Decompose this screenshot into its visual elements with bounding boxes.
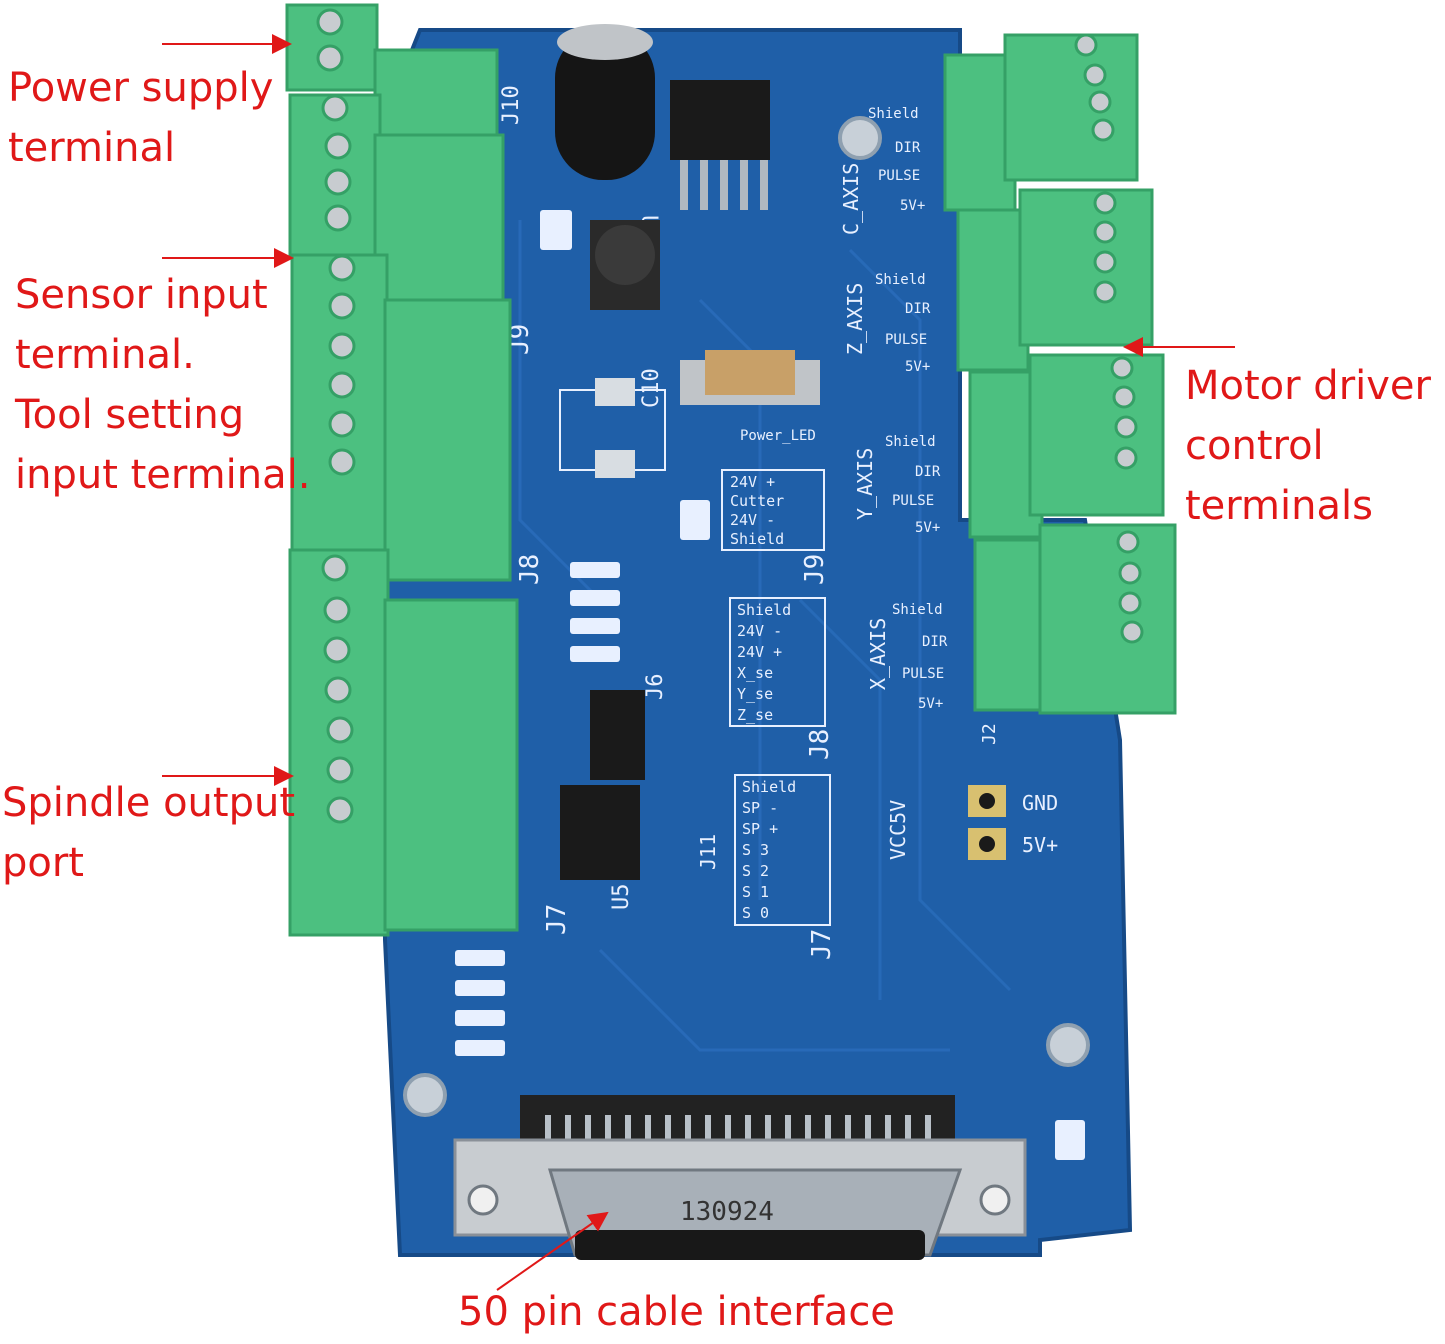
motor-terminal-c — [943, 33, 1139, 212]
electrolytic-capacitor — [555, 24, 655, 180]
sensor-terminal-block — [288, 93, 512, 582]
ic-chip: U5 — [560, 690, 645, 910]
svg-text:5V+: 5V+ — [905, 359, 930, 375]
svg-text:SP -: SP - — [742, 799, 778, 817]
z-axis-label: Z_AXIS — [843, 283, 867, 355]
svg-text:S 0: S 0 — [742, 904, 769, 922]
j6-label: J6 — [643, 674, 668, 701]
svg-text:24V -: 24V - — [737, 622, 782, 640]
annotation-arrows — [162, 34, 1235, 1291]
svg-text:Shield: Shield — [885, 434, 936, 450]
j2-label: J2 — [979, 723, 1000, 745]
5v-label: 5V+ — [1022, 833, 1058, 857]
motor-terminal-y — [968, 353, 1165, 539]
svg-text:Shield: Shield — [892, 602, 943, 618]
spindle-terminal-block — [288, 548, 519, 937]
inductor — [590, 220, 660, 310]
spindle-output-callout: Spindle output port — [2, 780, 296, 886]
svg-text:Shield: Shield — [875, 272, 926, 288]
mounting-hole — [1046, 1023, 1090, 1067]
svg-text:DIR: DIR — [905, 301, 931, 317]
z-axis-pins: Shield DIR PULSE 5V+ — [875, 272, 931, 375]
svg-text:Z_se: Z_se — [737, 706, 773, 724]
sensor-input-callout: Sensor input terminal. Tool setting inpu… — [15, 272, 311, 498]
smd-components — [455, 210, 1085, 1160]
j7-table-label: J7 — [807, 929, 837, 960]
x-axis-label: X_AXIS — [866, 618, 890, 690]
j11-label: J11 — [696, 834, 720, 870]
svg-text:5V+: 5V+ — [915, 520, 940, 536]
cable-arrow — [496, 1211, 609, 1291]
j9-pin-table: 24V + Cutter 24V - Shield — [721, 469, 825, 551]
svg-text:Shield: Shield — [868, 106, 919, 122]
svg-text:PULSE: PULSE — [885, 332, 927, 348]
j7-pin-table: Shield SP - SP + S 3 S 2 S 1 S 0 — [734, 774, 831, 926]
svg-text:DIR: DIR — [922, 634, 948, 650]
dsub-marking: 130924 — [680, 1197, 774, 1227]
mounting-hole — [838, 116, 882, 160]
svg-text:24V +: 24V + — [737, 643, 782, 661]
j8-table-label: J8 — [805, 729, 835, 760]
svg-text:PULSE: PULSE — [878, 168, 920, 184]
svg-text:DIR: DIR — [895, 140, 921, 156]
capacitor-c10: C10 — [559, 350, 820, 478]
svg-text:24V +: 24V + — [730, 473, 775, 491]
svg-text:24V -: 24V - — [730, 511, 775, 529]
u5-label: U5 — [609, 884, 634, 911]
y-axis-pins: Shield DIR PULSE 5V+ — [885, 434, 941, 536]
c10-label: C10 — [639, 368, 664, 408]
power-supply-callout: Power supply terminal — [8, 65, 274, 171]
motor-terminal-z — [956, 188, 1154, 372]
c-axis-label: C_AXIS — [839, 163, 863, 235]
j8-pin-table: Shield 24V - 24V + X_se Y_se Z_se — [729, 597, 826, 727]
svg-text:5V+: 5V+ — [918, 696, 943, 712]
svg-text:Cutter: Cutter — [730, 492, 784, 510]
y-axis-label: Y_AXIS — [853, 448, 877, 520]
motor-terminal-x — [973, 523, 1177, 715]
x-axis-pins: Shield DIR PULSE 5V+ — [892, 602, 948, 712]
vcc5v-label: VCC5V — [886, 800, 910, 860]
power-led-label: Power_LED — [740, 428, 816, 444]
power-pads: GND 5V+ — [968, 785, 1058, 860]
dsub-50pin-connector: 130924 — [453, 1095, 1027, 1260]
svg-text:Y_se: Y_se — [737, 685, 773, 703]
mounting-hole — [403, 1073, 447, 1117]
j10-label: J10 — [499, 85, 524, 125]
svg-text:Shield: Shield — [730, 530, 784, 548]
c-axis-pins: Shield DIR PULSE 5V+ — [868, 106, 925, 214]
svg-text:DIR: DIR — [915, 464, 941, 480]
motor-driver-callout: Motor driver control terminals — [1185, 363, 1431, 529]
power-terminal-block — [285, 3, 499, 137]
j8-label: J8 — [515, 554, 545, 585]
svg-text:PULSE: PULSE — [892, 493, 934, 509]
svg-text:S 3: S 3 — [742, 841, 769, 859]
pcb-board — [377, 28, 1133, 1257]
svg-text:S 1: S 1 — [742, 883, 769, 901]
svg-text:PULSE: PULSE — [902, 666, 944, 682]
j9-table-label: J9 — [800, 554, 830, 585]
svg-text:X_se: X_se — [737, 664, 773, 682]
j7-label: J7 — [542, 904, 572, 935]
gnd-label: GND — [1022, 791, 1058, 815]
svg-text:S 2: S 2 — [742, 862, 769, 880]
svg-text:5V+: 5V+ — [900, 198, 925, 214]
cable-interface-callout: 50 pin cable interface — [458, 1289, 895, 1335]
svg-text:Shield: Shield — [737, 601, 791, 619]
svg-text:Shield: Shield — [742, 778, 796, 796]
svg-text:SP +: SP + — [742, 820, 778, 838]
